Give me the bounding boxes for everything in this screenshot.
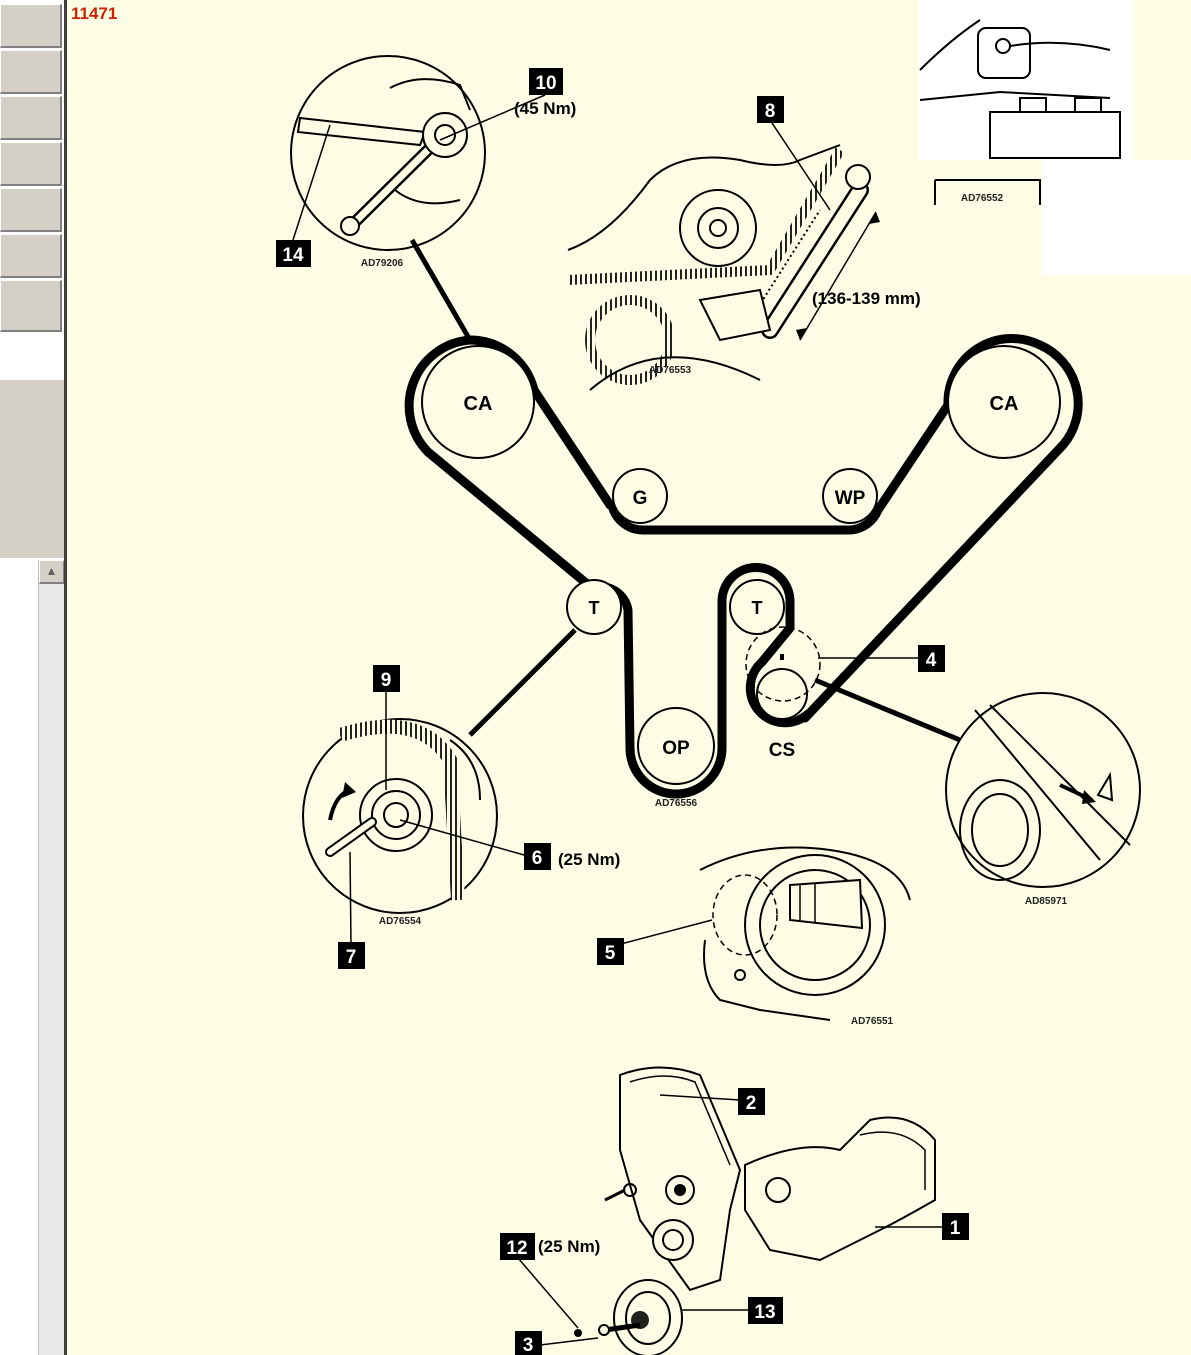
- callout-14: 14: [276, 240, 311, 267]
- callout-14-label: 14: [282, 245, 304, 266]
- nav-button-6[interactable]: [0, 234, 62, 278]
- callout-8: 8: [757, 96, 784, 123]
- figure-ref-inset3: AD76552: [961, 193, 1004, 204]
- callout-1: 1: [942, 1213, 969, 1240]
- callout-10: 10: [529, 68, 563, 95]
- callout-7: 7: [338, 942, 365, 969]
- callout-13-label: 13: [754, 1302, 775, 1323]
- figure-ref-inset6: AD76551: [851, 1016, 894, 1027]
- crank-pulley: [574, 1279, 683, 1355]
- torque-10: (45 Nm): [514, 99, 576, 118]
- figure-ref-inset1: AD79206: [361, 258, 404, 269]
- callout-3-label: 3: [523, 1335, 534, 1355]
- pulley-t-left: T: [566, 579, 622, 635]
- callout-8-label: 8: [765, 101, 776, 122]
- pulley-cs-label: CS: [769, 740, 795, 761]
- torque-12: (25 Nm): [538, 1237, 600, 1256]
- callout-12: 12: [500, 1233, 535, 1260]
- callout-3: 3: [515, 1331, 542, 1355]
- leader-inset5: [814, 677, 961, 743]
- callout-1-label: 1: [950, 1218, 961, 1239]
- pulley-wp: WP: [822, 468, 878, 524]
- torque-6: (25 Nm): [558, 850, 620, 869]
- inset-partial-top-right: AD76552: [919, 19, 1121, 205]
- callout-6: 6: [524, 843, 551, 870]
- callout-5: 5: [597, 938, 624, 965]
- callout-10-label: 10: [535, 73, 556, 94]
- document-id: 11471: [71, 4, 118, 23]
- tensioner-measurement: (136-139 mm): [812, 289, 921, 308]
- inset-crank-mark: AD85971: [945, 692, 1141, 907]
- pulley-ca-left: CA: [421, 345, 535, 459]
- pulley-t-right: T: [729, 579, 785, 635]
- nav-button-3[interactable]: [0, 96, 62, 140]
- callout-9: 9: [373, 665, 400, 692]
- nav-button-4[interactable]: [0, 142, 62, 186]
- leader-inset4: [468, 628, 577, 737]
- timing-mark-circle: [745, 626, 821, 702]
- pulley-g-label: G: [633, 488, 648, 509]
- inset-distributor: AD76551: [699, 846, 911, 1027]
- callout-2: 2: [738, 1088, 765, 1115]
- leader-inset1: [409, 238, 473, 342]
- pulley-ca-left-label: CA: [464, 393, 493, 415]
- callout-4: 4: [918, 645, 945, 672]
- callout-2-label: 2: [746, 1093, 757, 1114]
- nav-button-5[interactable]: [0, 188, 62, 232]
- callout-9-label: 9: [381, 670, 392, 691]
- callout-7-label: 7: [346, 947, 357, 968]
- callout-6-label: 6: [532, 848, 543, 869]
- pulley-t-left-label: T: [589, 598, 600, 618]
- figure-ref-inset5: AD85971: [1025, 896, 1068, 907]
- pulley-g: G: [612, 468, 668, 524]
- callout-13: 13: [748, 1297, 783, 1324]
- nav-button-7[interactable]: [0, 280, 62, 332]
- pulley-ca-right-label: CA: [990, 393, 1019, 415]
- pulley-wp-label: WP: [835, 488, 866, 509]
- inset-camshaft-locking: AD79206: [290, 55, 486, 269]
- figure-ref-inset2: AD76553: [649, 365, 692, 376]
- nav-button-2[interactable]: [0, 50, 62, 94]
- side-navigation: ▲: [0, 0, 66, 1355]
- timing-covers: [604, 1066, 936, 1292]
- callout-12-label: 12: [506, 1238, 527, 1259]
- timing-mark: [780, 654, 784, 660]
- white-patch: [1042, 160, 1191, 275]
- figure-ref-inset4: AD76554: [379, 916, 422, 927]
- pulley-t-right-label: T: [752, 598, 763, 618]
- pulley-cs: CS: [756, 668, 808, 761]
- callout-5-label: 5: [605, 943, 616, 964]
- nav-button-1[interactable]: [0, 4, 62, 48]
- inset-tensioner: AD76553: [567, 144, 880, 391]
- figure-ref-belt: AD76556: [655, 798, 698, 809]
- pulley-op: OP: [637, 707, 715, 785]
- pane-divider[interactable]: [64, 0, 67, 1355]
- pulley-ca-right: CA: [947, 345, 1061, 459]
- inset-tensioner-lock: AD76554: [302, 718, 498, 927]
- pulley-op-label: OP: [662, 738, 690, 759]
- vertical-scrollbar[interactable]: ▲: [38, 560, 66, 1355]
- callout-4-label: 4: [926, 650, 937, 671]
